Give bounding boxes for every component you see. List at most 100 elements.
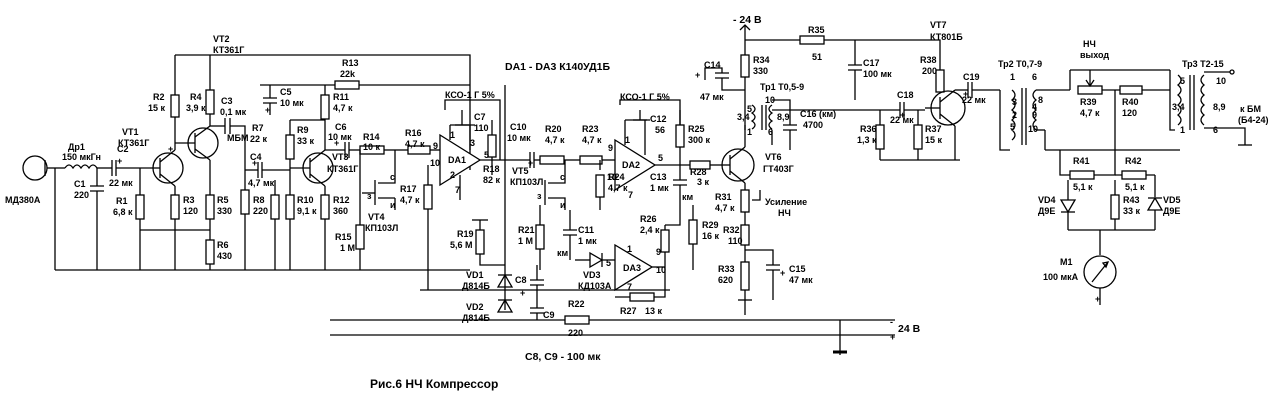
label-p1: 1	[450, 130, 455, 140]
label-vd3: VD3	[583, 270, 601, 280]
label-c1v: 220	[74, 190, 89, 200]
da2-stage	[505, 99, 725, 270]
label-c4v: 4,7 мк	[248, 178, 275, 188]
label-r1: R1	[116, 196, 128, 206]
label-c10v: 10 мк	[507, 133, 531, 143]
label-p3: 3	[470, 138, 475, 148]
label-m1: М1	[1060, 257, 1073, 267]
label-vt7t: КТ801Б	[930, 32, 963, 42]
da1-stage	[400, 85, 506, 310]
label-r3v: 120	[183, 206, 198, 216]
label-r29v: 16 к	[702, 231, 720, 241]
label-vd2t: Д814Б	[462, 313, 490, 323]
label-r16: R16	[405, 128, 422, 138]
label-r13: R13	[342, 58, 359, 68]
label-nch2: выход	[1080, 50, 1109, 60]
label-c11v: 1 мк	[578, 236, 597, 246]
label-r22v: 220	[568, 328, 583, 338]
label-r22: R22	[568, 299, 585, 309]
label-r38: R38	[920, 55, 937, 65]
figure-caption: Рис.6 НЧ Компрессор	[370, 377, 498, 391]
label-c16v: 4700	[803, 120, 823, 130]
label-c3t: МБМ	[227, 133, 248, 143]
label-r24: R24	[608, 172, 625, 182]
label-p8: 8	[1038, 95, 1043, 105]
label-r18: R18	[483, 164, 500, 174]
tr1-supply	[704, 24, 960, 161]
label-c2v: 22 мк	[109, 178, 133, 188]
label-r25: R25	[688, 124, 705, 134]
label-p9: 9	[433, 141, 438, 151]
label-tr1: Тр1 Т0,5-9	[760, 82, 804, 92]
label-c9: С9	[543, 310, 555, 320]
label-vt5t: КП103Л	[510, 177, 543, 187]
label-plus: +	[1095, 294, 1100, 304]
label-c3: С3	[221, 96, 233, 106]
label-c13: С13	[650, 172, 667, 182]
label-plus: +	[265, 105, 270, 115]
label-p1: 1	[627, 244, 632, 254]
label-r21: R21	[518, 225, 535, 235]
label-r38v: 200	[922, 66, 937, 76]
label-p1: 1	[625, 135, 630, 145]
label-vd4: VD4	[1038, 195, 1056, 205]
label-r17v: 4,7 к	[400, 195, 420, 205]
label-p10: 10	[1216, 76, 1226, 86]
label-c11t: км	[557, 248, 569, 258]
label-plus: +	[528, 158, 533, 168]
label-usil1: Усиление	[765, 197, 807, 207]
label-vt4t: КП103Л	[365, 223, 398, 233]
label-r27: R27	[620, 306, 637, 316]
label-r36v: 1,3 к	[857, 135, 877, 145]
label-r14v: 10 к	[363, 142, 381, 152]
label-c19: С19	[963, 72, 980, 82]
label-c-lbl: с	[560, 172, 565, 182]
label-kbm1: к БМ	[1240, 104, 1261, 114]
label-p6: 6	[768, 127, 773, 137]
label-p34: 3,4	[737, 112, 750, 122]
label-vt6t: ГТ403Г	[763, 164, 794, 174]
label-r41: R41	[1073, 156, 1090, 166]
label-kso2: КСО-1 Г 5%	[620, 92, 670, 102]
label-r9: R9	[297, 125, 309, 135]
label-r36: R36	[860, 124, 877, 134]
label-p10: 10	[607, 172, 617, 182]
label-r9v: 33 к	[297, 136, 315, 146]
label-r8: R8	[253, 195, 265, 205]
label-r2v: 15 к	[148, 103, 166, 113]
label-vd4t: Д9Е	[1038, 206, 1055, 216]
label-r19v: 5,6 М	[450, 240, 473, 250]
label-c19v: 22 мк	[962, 95, 986, 105]
label-c8: С8	[515, 275, 527, 285]
label-c12v: 56	[655, 125, 665, 135]
label-da1: DA1	[448, 155, 466, 165]
label-c13v: 1 мк	[650, 183, 669, 193]
label-i-lbl: и	[560, 200, 566, 210]
label-r15v: 1 М	[340, 243, 355, 253]
label-p7: 7	[627, 282, 632, 292]
label-m1v: 100 мкА	[1043, 272, 1079, 282]
label-r35: R35	[808, 25, 825, 35]
label-plus: +	[963, 89, 968, 99]
label-r33v: 620	[718, 275, 733, 285]
label-r4: R4	[190, 92, 202, 102]
label-r21v: 1 М	[518, 236, 533, 246]
label-r6v: 430	[217, 251, 232, 261]
label-vt2t: КТ361Г	[213, 45, 244, 55]
grounds	[738, 290, 895, 355]
label-p5: 5	[747, 104, 752, 114]
label-r37v: 15 к	[925, 135, 943, 145]
label-r23: R23	[582, 124, 599, 134]
label-nch1: НЧ	[1083, 39, 1096, 49]
label-r39v: 4,7 к	[1080, 108, 1100, 118]
label-plus: +	[890, 332, 895, 342]
label-kbm2: (Б4-24)	[1238, 115, 1268, 125]
label-r41v: 5,1 к	[1073, 182, 1093, 192]
label-c1: С1	[74, 179, 86, 189]
label-c14: С14	[704, 60, 721, 70]
label-r39: R39	[1080, 97, 1097, 107]
label-r24v: 4,7 к	[608, 183, 628, 193]
label-r28v: 3 к	[697, 177, 710, 187]
label-r6: R6	[217, 240, 229, 250]
supply-24-label: 24 В	[898, 323, 921, 335]
